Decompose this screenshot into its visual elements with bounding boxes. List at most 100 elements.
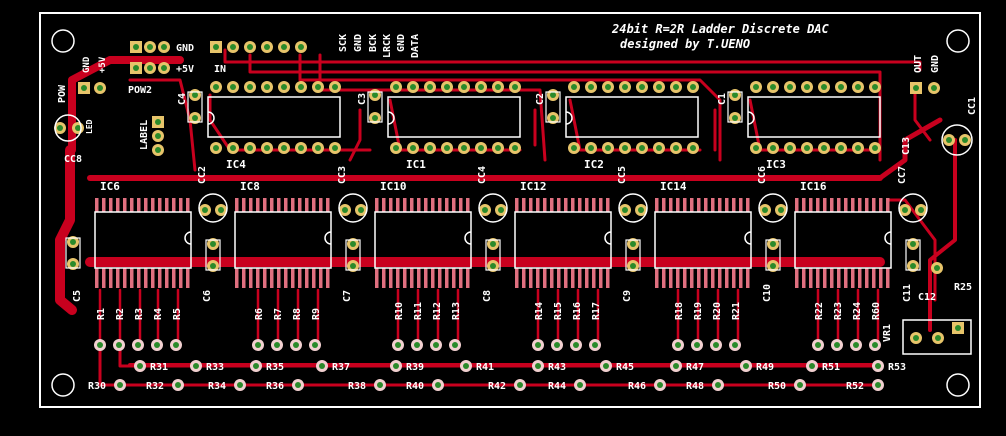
resistor-label: R30 (88, 381, 106, 392)
pow-pad (78, 82, 90, 94)
dip-pad (407, 81, 419, 93)
resistor-pad (740, 360, 752, 372)
dip-pad (210, 142, 222, 154)
resistor-pad (794, 379, 806, 391)
cc1-outline (941, 124, 973, 156)
dip-pad (424, 81, 436, 93)
cap-label: C2 (535, 93, 546, 105)
resistor-label: R34 (208, 381, 226, 392)
header-pad (130, 62, 142, 74)
dip-pad (835, 142, 847, 154)
header-pad (158, 62, 170, 74)
resistor-label: R18 (674, 302, 685, 320)
signal-header-pad (244, 41, 256, 53)
signal-header-pad (210, 41, 222, 53)
cap-pad (547, 112, 559, 124)
resistor-pad (872, 379, 884, 391)
cap-pad (207, 260, 219, 272)
signal-header-pad (278, 41, 290, 53)
dip-pad (458, 81, 470, 93)
cap-outline (187, 91, 203, 123)
data-label: DATA (410, 34, 421, 58)
resistor-pad (250, 360, 262, 372)
resistor-pad (190, 360, 202, 372)
resistor-pad (869, 339, 881, 351)
resistor-pad (570, 339, 582, 351)
cc-outline (198, 193, 228, 223)
resistor-pad (574, 379, 586, 391)
ic-label: IC1 (406, 158, 426, 171)
cap-pad (347, 260, 359, 272)
mounting-holes (51, 29, 970, 397)
soic-ic (514, 198, 612, 288)
cap-label: C1 (717, 93, 728, 105)
resistor-pad (850, 339, 862, 351)
soic-ic (94, 198, 192, 288)
vr1-outline (902, 319, 972, 355)
resistor-pad (292, 379, 304, 391)
cc-label: CC6 (757, 166, 768, 184)
resistor-label: R37 (332, 362, 350, 373)
resistor-label: R40 (406, 381, 424, 392)
cap-pad (67, 258, 79, 270)
resistor-label: R1 (96, 308, 107, 320)
5v-label: +5V (176, 64, 194, 75)
dip-pad (458, 142, 470, 154)
resistor-label: R49 (756, 362, 774, 373)
resistor-pad (151, 339, 163, 351)
cap-pad (487, 260, 499, 272)
dip-pad (227, 142, 239, 154)
resistor-pad (449, 339, 461, 351)
cc-outline (758, 193, 788, 223)
dip-pad (312, 81, 324, 93)
dip-pad (602, 142, 614, 154)
resistor-pad (290, 339, 302, 351)
resistor-label: R48 (686, 381, 704, 392)
ic-label: IC14 (660, 180, 687, 193)
cap-label: C6 (202, 290, 213, 302)
dip-pad (261, 81, 273, 93)
cap-pad (207, 238, 219, 250)
pow2-label: POW2 (128, 85, 152, 96)
mount-hole-tl (51, 29, 75, 53)
dip-pad (687, 81, 699, 93)
resistor-pad (812, 339, 824, 351)
dip-pad (869, 81, 881, 93)
bottom-ic-row (94, 198, 892, 288)
resistor-label: R15 (553, 302, 564, 320)
pow-label: POW (57, 84, 68, 103)
resistor-label: R13 (451, 302, 462, 320)
dip-pad (390, 81, 402, 93)
resistor-label: R22 (814, 302, 825, 320)
dip-pad (278, 142, 290, 154)
resistor-pad (113, 339, 125, 351)
in-label: IN (214, 64, 226, 75)
resistor-label: R50 (768, 381, 786, 392)
board-title: 24bit R=2R Ladder Discrete DAC (611, 22, 830, 36)
sck-label: SCK (338, 34, 349, 52)
cap-pad (627, 260, 639, 272)
cc-label: CC4 (477, 166, 488, 184)
cc-pad (199, 204, 211, 216)
resistor-pad (432, 379, 444, 391)
cap-outline (765, 239, 781, 271)
cap-outline (485, 239, 501, 271)
resistor-pad (430, 339, 442, 351)
gnd-label-2: GND (353, 34, 364, 52)
resistor-label: R10 (394, 302, 405, 320)
resistor-label: R9 (311, 308, 322, 320)
resistor-pad (316, 360, 328, 372)
resistor-label: R19 (693, 302, 704, 320)
resistor-pad (872, 360, 884, 372)
resistor-pad (712, 379, 724, 391)
board-designer: designed by T.UENO (620, 37, 750, 51)
bck-label: BCK (368, 34, 379, 52)
cc-outline (338, 193, 368, 223)
resistor-pad (392, 339, 404, 351)
dip-pad (261, 142, 273, 154)
label-pad (152, 116, 164, 128)
cap-label: C5 (72, 290, 83, 302)
dip-pad (475, 81, 487, 93)
resistor-label: R39 (406, 362, 424, 373)
